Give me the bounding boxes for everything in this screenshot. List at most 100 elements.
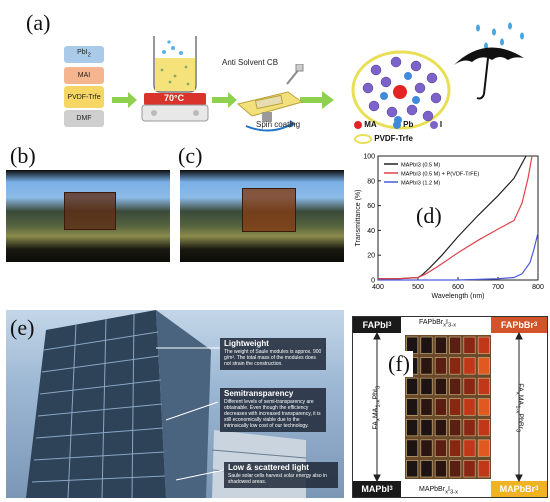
- y-tick-label: 20: [367, 253, 375, 260]
- callout-low-light: Low & scattered light Saule solar cells …: [224, 462, 338, 488]
- low-text: Saule solar cells harvest solar energy a…: [228, 473, 327, 485]
- legend-a: MA Pb I: [354, 120, 442, 129]
- sample-cell: [477, 336, 490, 354]
- sample-cell: [420, 377, 433, 396]
- photo-b: [6, 170, 170, 262]
- sample-cell: [434, 377, 447, 396]
- sample-cell: [449, 460, 462, 478]
- callout-lightweight: Lightweight The weight of Saule modules …: [220, 338, 326, 370]
- sample-grid: [406, 336, 490, 478]
- sample-cell: [477, 418, 490, 437]
- panel-label-b: (b): [10, 143, 36, 168]
- building-photo: Lightweight The weight of Saule modules …: [6, 310, 344, 498]
- sample-cell: [463, 439, 476, 457]
- hot-plate-temp: 70°C: [164, 93, 185, 103]
- legend-ma-dot: [354, 120, 362, 129]
- sample-cell: [420, 460, 433, 478]
- sample-cell: [420, 398, 433, 416]
- film-b: [64, 192, 116, 230]
- precursor-pbi2-label: PbI2: [77, 49, 91, 59]
- semi-title: Semitransparency: [224, 389, 294, 398]
- sample-cell: [406, 418, 419, 437]
- sample-cell: [463, 418, 476, 437]
- x-tick-label: 600: [452, 284, 464, 291]
- sample-cell: [477, 398, 490, 416]
- photo-c: [180, 170, 344, 262]
- sample-cell: [477, 439, 490, 457]
- film-c: [242, 188, 296, 232]
- legend-pvdf: PVDF-Trfe: [354, 134, 413, 144]
- bottom-axis-label: MAPbBrxI3-x: [419, 485, 459, 495]
- sample-cell: [434, 336, 447, 354]
- x-tick-label: 700: [492, 284, 504, 291]
- sample-cell: [434, 357, 447, 375]
- legend-pvdf-label: PVDF-Trfe: [374, 134, 413, 144]
- precursor-pvdf: PVDF-Trfe: [64, 86, 104, 108]
- x-tick-label: 800: [532, 284, 544, 291]
- sample-cell: [449, 418, 462, 437]
- sample-cell: [449, 377, 462, 396]
- sample-cell: [463, 398, 476, 416]
- sample-cell: [420, 418, 433, 437]
- semi-text: Different levels of semi-transparency ar…: [224, 399, 321, 429]
- anti-solvent-label: Anti Solvent CB: [222, 58, 279, 67]
- legend-i: I: [439, 120, 443, 129]
- pipette-icon: [286, 64, 304, 85]
- rain-drops-icon: [476, 22, 524, 50]
- callout-semitransparency: Semitransparency Different levels of sem…: [220, 388, 326, 432]
- umbrella-icon: [454, 47, 524, 100]
- precursor-dmf: DMF: [64, 110, 104, 127]
- y-tick-label: 80: [367, 178, 375, 185]
- arrow-2: [212, 92, 237, 108]
- panel-label-d: (d): [416, 203, 442, 228]
- panel-label-c: (c): [178, 143, 203, 168]
- y-tick-label: 60: [367, 203, 375, 210]
- sample-cell: [406, 439, 419, 457]
- x-tick-label: 500: [412, 284, 424, 291]
- sample-cell: [420, 357, 433, 375]
- series-line-2: [378, 232, 539, 281]
- legend-entry-1: MAPbI3 (0.5 M) + P(VDF-TrFE): [401, 171, 479, 177]
- sample-cell: [463, 357, 476, 375]
- sample-cell: [477, 377, 490, 396]
- sample-cell: [406, 460, 419, 478]
- top-axis-label: FAPbBrxI3-x: [419, 319, 457, 329]
- sample-cell: [463, 460, 476, 478]
- y-axis-label: Transmittance (%): [355, 190, 362, 247]
- sample-cell: [420, 439, 433, 457]
- y-tick-label: 100: [363, 154, 375, 161]
- arrow-3: [300, 91, 334, 109]
- crystal-structure-illustration: [351, 22, 524, 130]
- process-arrows: [112, 91, 334, 109]
- low-title: Low & scattered light: [228, 463, 309, 472]
- x-tick-label: 400: [372, 284, 384, 291]
- axis-arrows-f: [373, 331, 523, 483]
- sample-cell: [477, 357, 490, 375]
- legend-entry-0: MAPbI3 (0.5 M): [401, 162, 440, 168]
- sample-grid-photo: [405, 335, 491, 479]
- sample-cell: [463, 377, 476, 396]
- legend-ma: MA: [364, 120, 377, 129]
- hot-plate-illustration: [141, 36, 209, 122]
- panel-label-e: (e): [10, 315, 35, 340]
- sample-cell: [406, 398, 419, 416]
- x-axis-label: Wavelength (nm): [431, 293, 484, 300]
- sample-cell: [449, 357, 462, 375]
- panel-label-a: (a): [26, 10, 51, 35]
- precursor-mai: MAI: [64, 67, 104, 84]
- precursor-pbi2: PbI2: [64, 46, 104, 63]
- y-tick-label: 40: [367, 228, 375, 235]
- sample-cell: [434, 439, 447, 457]
- sample-cell: [449, 439, 462, 457]
- panel-label-f: (f): [385, 351, 413, 377]
- sample-cell: [449, 398, 462, 416]
- lightweight-title: Lightweight: [224, 339, 269, 348]
- sample-cell: [477, 460, 490, 478]
- sample-cell: [434, 460, 447, 478]
- legend-i-dot: [429, 120, 438, 129]
